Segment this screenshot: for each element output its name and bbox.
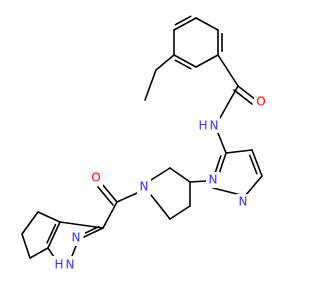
benzene-bond	[195, 17, 219, 31]
fused-pyrazole-bond	[83, 227, 104, 238]
carbonyl-cn-bond	[219, 85, 239, 119]
ketone-oxygen-label: O	[91, 171, 100, 185]
cyclopentane-bond	[29, 247, 49, 259]
piperidine-bond	[150, 167, 171, 181]
cyclopentane-bond	[37, 211, 61, 223]
amide-oxygen-label: O	[256, 95, 265, 109]
benzene-bond-inner	[174, 59, 192, 70]
pyrazole-bond-inner	[248, 154, 258, 175]
ketone-co-bond	[101, 183, 118, 203]
atom-label-group: H N O O N N N N H N	[52, 94, 268, 272]
fused-pyrazole-n-label: N	[72, 231, 81, 245]
label-bg	[89, 170, 103, 186]
pyrazole-bond	[225, 149, 253, 154]
pyrazole-bond-inner	[213, 154, 222, 176]
label-bg	[52, 256, 78, 272]
n-carbonyl-bond	[116, 192, 138, 203]
piperidine-bond	[169, 205, 191, 220]
n-piperidine-bond	[189, 180, 207, 183]
pyrazole-n1-label: N	[209, 173, 218, 187]
benzene-bond	[195, 54, 219, 68]
piperidine-nitrogen-label: N	[140, 180, 149, 194]
piperidine-bond	[169, 167, 191, 183]
amide-nitrogen-label: N	[210, 119, 219, 133]
carbonyl-pyrazole-bond	[102, 201, 118, 229]
label-bg	[69, 230, 83, 246]
amide-hydrogen-label: H	[198, 119, 207, 133]
benzene-bond	[173, 54, 197, 68]
carbonyl-co-bond-inner	[233, 89, 253, 105]
amide-n-pyrazole-bond	[217, 132, 227, 154]
fused-pyrazole-bond-inner	[46, 223, 57, 244]
label-bg	[198, 117, 220, 133]
methyl-bond	[144, 69, 157, 101]
label-bg	[236, 194, 250, 210]
aryl-carbonyl-bond	[217, 54, 239, 87]
carbonyl-co-bond	[237, 85, 257, 101]
ketone-co-bond-inner	[97, 186, 114, 206]
label-bg	[206, 172, 220, 188]
cyclopentane-bond	[21, 233, 31, 259]
pyrazole-bond	[244, 175, 263, 197]
methyl-bond	[155, 54, 175, 71]
fused-pyrazole-bond	[71, 245, 77, 257]
label-bg	[254, 94, 268, 110]
fused-pyrazole-bond	[47, 221, 61, 249]
pyrazole-n2-label: N	[239, 195, 248, 209]
pyrazole-bond	[251, 149, 263, 177]
fused-pyrazole-nh-h-label: H	[54, 258, 63, 272]
label-bg	[137, 179, 151, 195]
fused-pyrazole-bond	[59, 221, 104, 229]
structure-svg: H N O O N N N N H N	[21, 15, 268, 272]
piperidine-bond	[150, 194, 171, 220]
fused-pyrazole-nh-n-label: N	[66, 258, 75, 272]
cyclopentane-bond	[21, 211, 39, 235]
bond-group	[21, 15, 263, 267]
benzene-bond	[173, 17, 197, 31]
molecule-diagram: H N O O N N N N H N	[21, 15, 268, 272]
benzene-bond-inner	[174, 15, 192, 26]
